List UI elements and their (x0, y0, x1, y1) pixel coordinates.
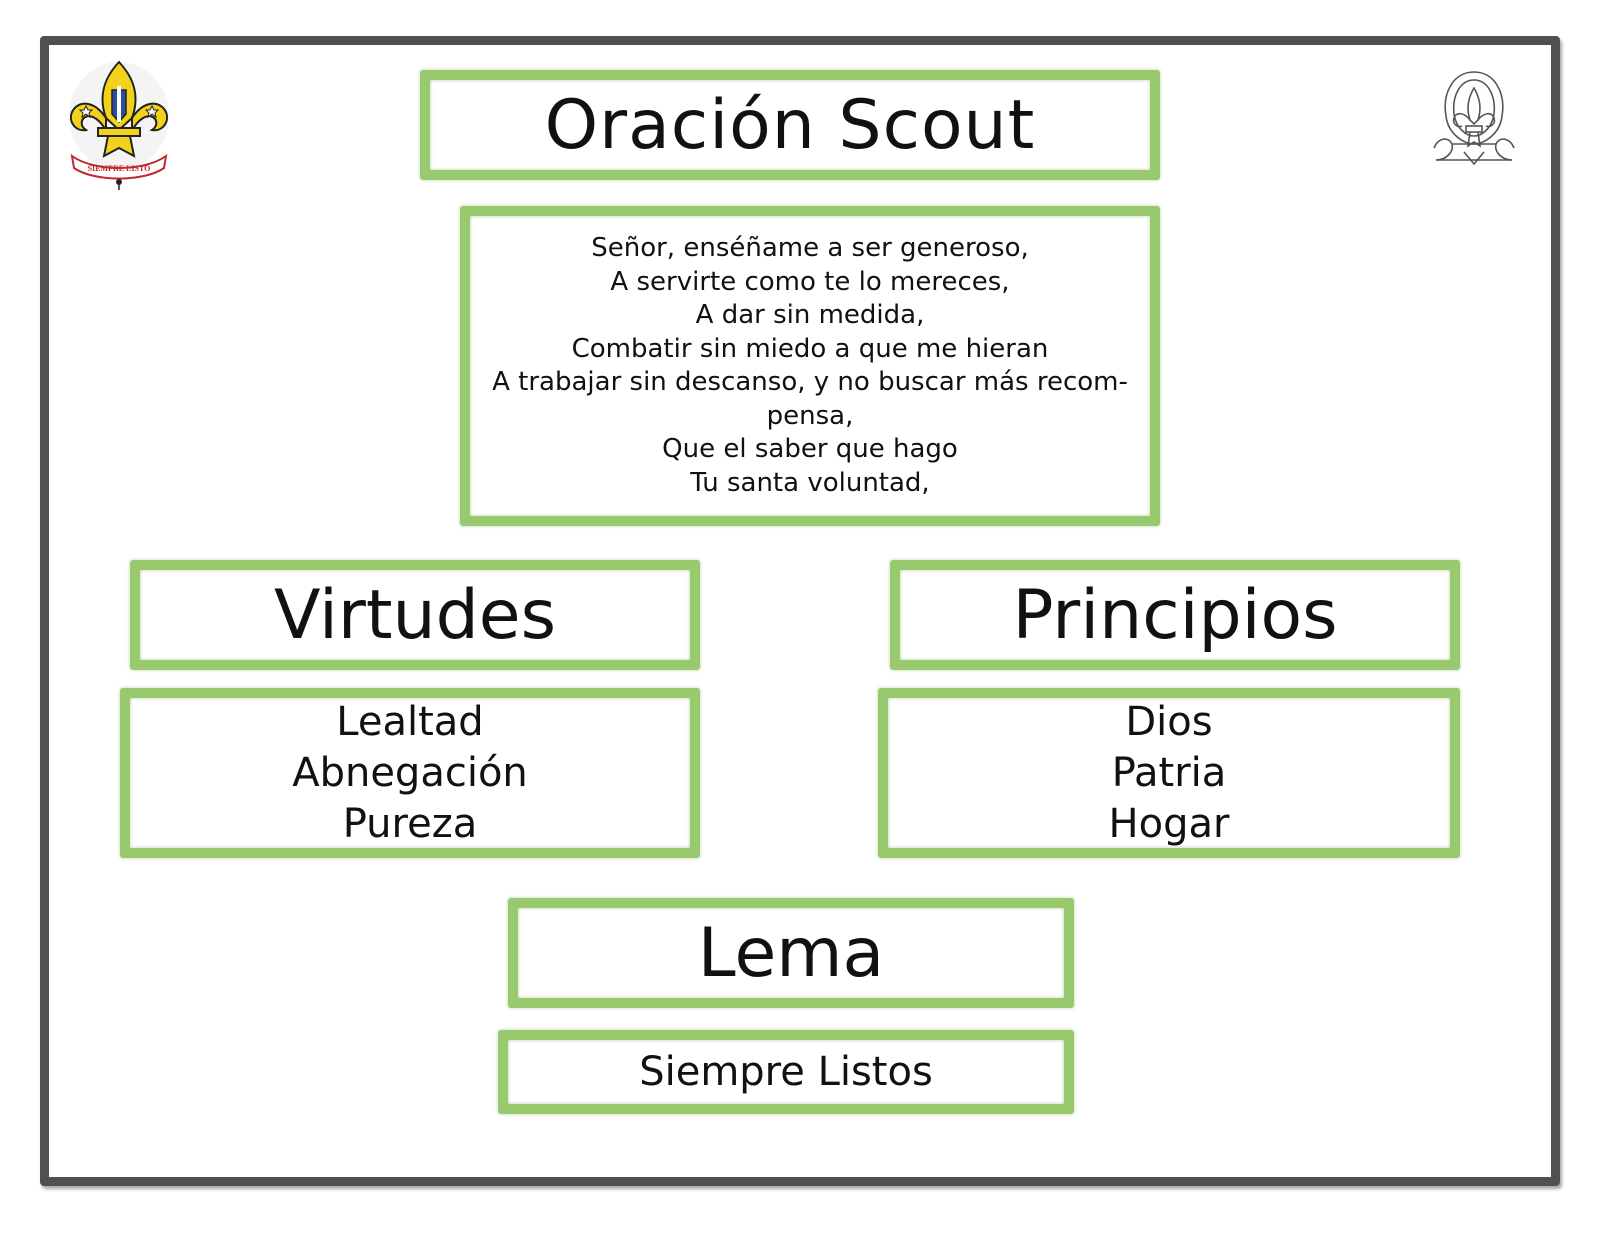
page-frame (40, 36, 1560, 1186)
lema-heading: Lema (697, 913, 885, 993)
principios-list: Dios Patria Hogar (1109, 697, 1230, 850)
lema-value: Siempre Listos (639, 1049, 933, 1095)
prayer-line: Que el saber que hago (662, 434, 958, 464)
emblem-ribbon-text: SIEMPRE LISTO (88, 164, 151, 173)
prayer-line: Señor, enséñame a ser generoso, (591, 233, 1029, 263)
scout-emblem-logo: SIEMPRE LISTO (64, 56, 174, 192)
guide-scout-outline-emblem-icon (1433, 71, 1515, 166)
lema-heading-box: Lema (508, 898, 1074, 1008)
prayer-line: pensa, (766, 400, 854, 431)
principios-list-box: Dios Patria Hogar (878, 688, 1460, 858)
list-item: Dios (1125, 698, 1213, 745)
prayer-box: Señor, enséñame a ser generoso, A servir… (460, 206, 1160, 526)
prayer-line: Tu santa voluntad, (690, 467, 930, 498)
principios-heading-box: Principios (890, 560, 1460, 670)
list-item: Patria (1111, 749, 1227, 796)
prayer-line: A trabajar sin descanso, y no buscar más… (492, 367, 1128, 397)
prayer-text: Señor, enséñame a ser generoso, A servir… (492, 232, 1128, 500)
guide-emblem-logo (1424, 64, 1524, 188)
list-item: Hogar (1108, 800, 1230, 847)
page-title: Oración Scout (544, 85, 1036, 165)
lema-value-box: Siempre Listos (498, 1030, 1074, 1114)
title-box: Oración Scout (420, 70, 1160, 180)
prayer-line: A servirte como te lo mereces, (610, 266, 1010, 297)
list-item: Abnegación (292, 749, 528, 796)
virtudes-list-box: Lealtad Abnegación Pureza (120, 688, 700, 858)
virtudes-heading: Virtudes (273, 575, 557, 655)
principios-heading: Principios (1012, 575, 1338, 655)
virtudes-list: Lealtad Abnegación Pureza (292, 697, 528, 850)
prayer-line: A dar sin medida, (695, 300, 925, 330)
list-item: Pureza (342, 800, 478, 847)
virtudes-heading-box: Virtudes (130, 560, 700, 670)
scout-fleur-de-lis-emblem-icon: SIEMPRE LISTO (69, 60, 169, 190)
list-item: Lealtad (336, 698, 484, 745)
prayer-line: Combatir sin miedo a que me hieran (571, 333, 1049, 364)
